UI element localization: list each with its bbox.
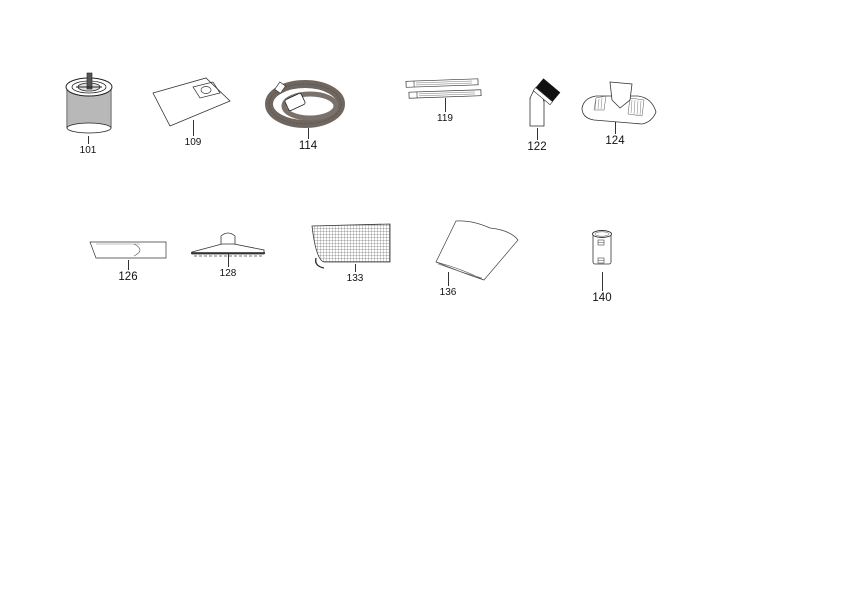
extension-tubes-icon	[405, 78, 482, 99]
crevice-tool-icon	[89, 241, 167, 259]
part-number-124: 124	[605, 135, 625, 147]
part-101: 101	[62, 70, 118, 156]
foam-filter-icon	[435, 220, 519, 281]
part-114: 114	[264, 76, 348, 158]
part-124: 124	[578, 78, 660, 154]
part-number-136: 136	[439, 287, 457, 298]
part-number-122: 122	[527, 141, 547, 153]
part-128: 128	[188, 230, 268, 284]
part-140: 140	[586, 228, 618, 308]
part-number-140: 140	[592, 292, 612, 304]
cartridge-filter-icon	[65, 72, 113, 134]
wet-nozzle-icon	[191, 232, 265, 257]
net-filter-icon	[311, 223, 391, 269]
part-119: 119	[402, 74, 486, 126]
brush-nozzle-icon	[529, 78, 561, 127]
part-number-114: 114	[298, 140, 318, 152]
part-number-133: 133	[346, 273, 364, 284]
part-109: 109	[150, 74, 234, 152]
part-number-126: 126	[118, 271, 138, 283]
dust-bag-icon	[152, 77, 231, 127]
part-number-128: 128	[219, 268, 237, 279]
floor-nozzle-icon	[581, 81, 657, 125]
part-122: 122	[522, 74, 566, 158]
adapter-icon	[592, 230, 612, 265]
part-136: 136	[430, 216, 522, 300]
part-133: 133	[308, 222, 396, 290]
part-126: 126	[86, 238, 170, 288]
hose-icon	[265, 80, 345, 128]
part-number-109: 109	[184, 137, 202, 148]
part-number-119: 119	[437, 113, 453, 124]
part-number-101: 101	[79, 145, 97, 156]
